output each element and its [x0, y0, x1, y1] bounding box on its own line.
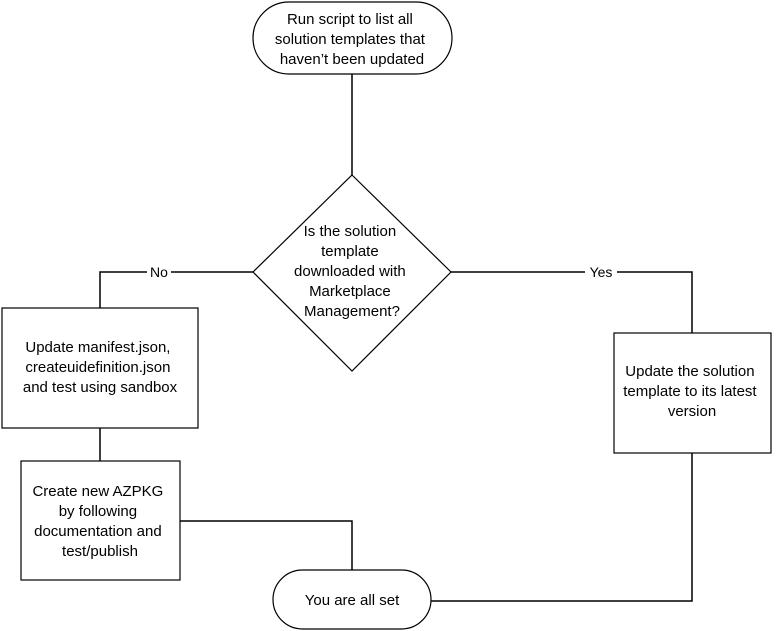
decision-text-line-2: template — [321, 243, 379, 260]
connector-update-template-to-end — [431, 453, 693, 602]
start-text-line-2: solution templates that — [275, 31, 426, 48]
end-text: You are all set — [305, 592, 400, 609]
svg-text:You are all set: You are all set — [305, 592, 400, 609]
update-manifest-line-1: Update manifest.json, — [25, 339, 170, 356]
update-template-line-2: template to its latest — [623, 383, 757, 400]
start-text-line-1: Run script to list all — [287, 11, 413, 28]
connector-no-branch — [99, 271, 253, 308]
connector-create-to-end — [180, 520, 353, 570]
decision-text-line-4: Marketplace — [309, 283, 391, 300]
svg-text:Update the solution temp: Update the solution template to its late… — [623, 363, 761, 420]
update-manifest-line-2: createuidefinition.json — [25, 359, 170, 376]
update-template-line-3: version — [668, 403, 716, 420]
process-update-template: Update the solution template to its late… — [613, 332, 772, 454]
connector-yes-branch — [451, 271, 693, 333]
update-template-line-1: Update the solution — [625, 363, 754, 380]
decision-diamond: Is the solution template downloaded with… — [252, 174, 452, 372]
edge-label-no: No — [147, 263, 171, 281]
svg-text:Update manifest.json, cr: Update manifest.json, createuidefinition… — [23, 339, 178, 396]
create-azpkg-line-3: documentation and — [34, 523, 162, 540]
edge-label-yes: Yes — [585, 263, 617, 281]
create-azpkg-line-2: by following — [59, 503, 137, 520]
edge-label-yes-text: Yes — [590, 264, 613, 280]
process-update-manifest: Update manifest.json, createuidefinition… — [1, 307, 199, 429]
decision-text-line-5: Management? — [304, 303, 400, 320]
start-text-line-3: haven’t been updated — [280, 51, 424, 68]
svg-text:Create new AZPKG by foll: Create new AZPKG by following documentat… — [32, 483, 167, 560]
connectors — [99, 74, 693, 602]
edge-label-no-text: No — [150, 264, 168, 280]
decision-text-line-3: downloaded with — [294, 263, 406, 280]
start-terminator: Run script to list all solution template… — [252, 1, 453, 75]
svg-text:Is the solution template: Is the solution template downloaded with… — [294, 223, 410, 320]
process-create-azpkg: Create new AZPKG by following documentat… — [20, 460, 181, 581]
create-azpkg-line-1: Create new AZPKG — [32, 483, 163, 500]
update-manifest-line-3: and test using sandbox — [23, 379, 178, 396]
svg-text:Run script to list all s: Run script to list all solution template… — [275, 11, 429, 68]
decision-text-line-1: Is the solution — [304, 223, 397, 240]
create-azpkg-line-4: test/publish — [62, 543, 138, 560]
end-terminator: You are all set — [272, 569, 432, 630]
